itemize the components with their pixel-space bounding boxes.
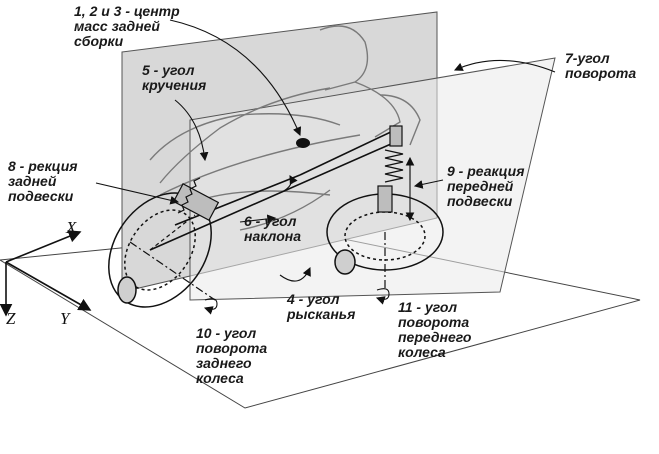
motorcycle-sketch [149,25,421,231]
rear-wheel [108,192,212,308]
label-rear-suspension: 8 - рекция задней подвески [8,158,78,204]
label-center-of-mass: 1, 2 и 3 - центр масс задней сборки [74,3,180,49]
label-yaw-angle: 4 - угол рысканья [287,291,356,322]
axis-lines [129,214,386,301]
front-shock [377,125,404,213]
axis-z-label: Z [6,309,16,328]
rear-shock [172,177,220,222]
axis-y-label: Y [60,309,70,328]
label-steering-angle: 7-угол поворота [565,50,637,81]
motorcycle-frame [149,129,401,251]
label-torsion-angle: 5 - угол кручения [142,62,207,93]
front-steering-plane [189,57,556,301]
label-rear-wheel-rotation: 10 - угол поворота заднего колеса [196,325,268,386]
label-roll-angle: 6 - угол наклона [244,213,302,244]
center-of-mass-point [296,138,310,148]
axis-x-label: X [66,218,77,237]
label-front-wheel-rotation: 11 - угол поворота переднего колеса [398,299,472,360]
leader-arrows [95,19,556,315]
coordinate-frame [0,230,92,317]
label-front-suspension: 9 - реакция передней подвески [447,163,525,209]
